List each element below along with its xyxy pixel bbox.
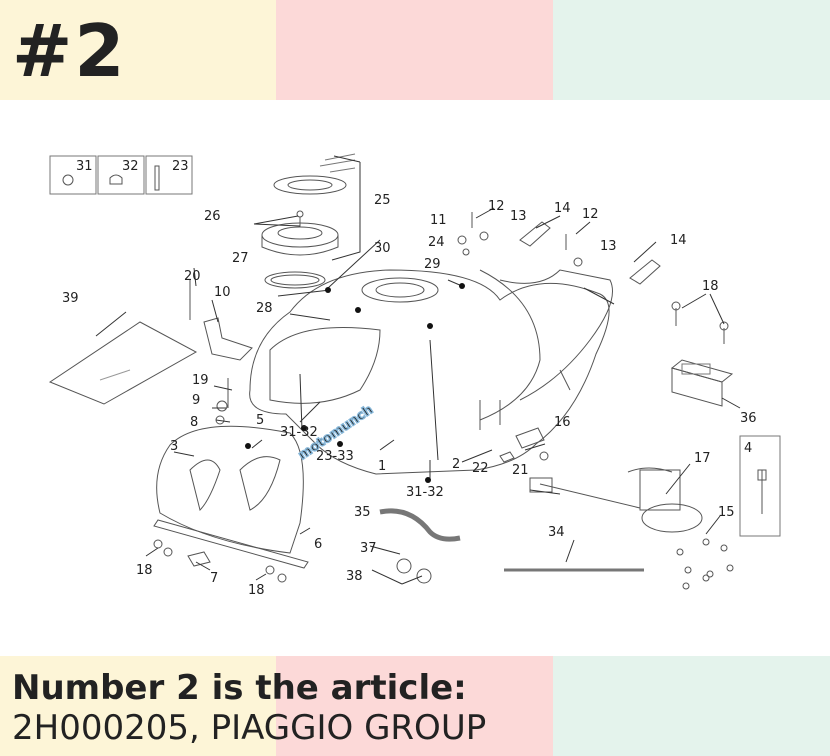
callout-label: 23 [172,159,189,174]
rubber-pad [629,259,661,285]
callout-label: 36 [740,411,757,426]
valve [416,568,432,584]
item-number-title: #2 [12,9,127,93]
small-parts-box [49,155,193,195]
callout-label: 25 [374,193,391,208]
callout-label: 18 [702,279,719,294]
header-band-mint [553,0,830,100]
callout-label: 15 [718,505,735,520]
sensor-box [739,435,781,537]
callout-label: 14 [670,233,687,248]
callout-label: 18 [136,563,153,578]
callout-label: 13 [510,209,527,224]
valve [396,558,412,574]
callout-labels: 1 2 3 4 5 6 7 8 9 10 11 12 12 13 13 14 1… [62,159,757,598]
callout-label: 22 [472,461,489,476]
callout-label: 7 [210,571,218,586]
header-band [0,0,830,100]
callout-label: 21 [512,463,529,478]
callout-label: 2 [452,457,460,472]
callout-label: 16 [554,415,571,430]
callout-label: 5 [256,413,264,428]
control-unit [670,359,734,407]
callout-label: 1 [378,459,386,474]
exploded-parts-diagram: motomunch 1 2 3 4 5 6 7 8 9 10 11 12 12 … [48,153,781,598]
mounting-bracket [203,317,253,361]
pump-bolts [676,538,734,590]
gasket [264,271,326,289]
trim-strip [153,519,309,569]
callout-label: 26 [204,209,221,224]
fuel-cap-assembly [261,153,356,256]
callout-label: 11 [430,213,447,228]
callout-label: 31-32 [406,485,444,500]
callout-label: 35 [354,505,371,520]
callout-label: 23-33 [316,449,354,464]
footer-band-yellow [0,656,276,756]
callout-label: 12 [488,199,505,214]
callout-label: 31-32 [280,425,318,440]
rubber-pad [519,221,551,247]
article-caption-heading: Number 2 is the article: [12,668,467,708]
hose [379,508,461,542]
callout-label: 19 [192,373,209,388]
footer-band [0,656,830,756]
callout-label: 27 [232,251,249,266]
callout-label: 12 [582,207,599,222]
callout-label: 3 [170,439,178,454]
callout-label: 20 [184,269,201,284]
article-code: 2H000205, PIAGGIO GROUP [12,708,487,748]
callout-label: 8 [190,415,198,430]
callout-label: 9 [192,393,200,408]
callout-label: 32 [122,159,139,174]
callout-label: 18 [248,583,265,598]
callout-label: 31 [76,159,93,174]
header-band-pink [276,0,553,100]
callout-label: 17 [694,451,711,466]
callout-label: 38 [346,569,363,584]
header-band-yellow [0,0,276,100]
left-side-cover [156,425,304,554]
callout-label: 10 [214,285,231,300]
callout-label: 13 [600,239,617,254]
fuel-pump [529,467,703,533]
callout-label: 24 [428,235,445,250]
footer-band-pink [276,656,553,756]
footer-band-mint [553,656,830,756]
callout-label: 39 [62,291,79,306]
callout-label: 4 [744,441,752,456]
fuel-tank-body [249,269,613,475]
floor-mat [48,321,198,405]
callout-label: 34 [548,525,565,540]
callout-label: 6 [314,537,322,552]
callout-label: 30 [374,241,391,256]
callout-label: 14 [554,201,571,216]
callout-label: 37 [360,541,377,556]
callout-label: 29 [424,257,441,272]
callout-label: 28 [256,301,273,316]
